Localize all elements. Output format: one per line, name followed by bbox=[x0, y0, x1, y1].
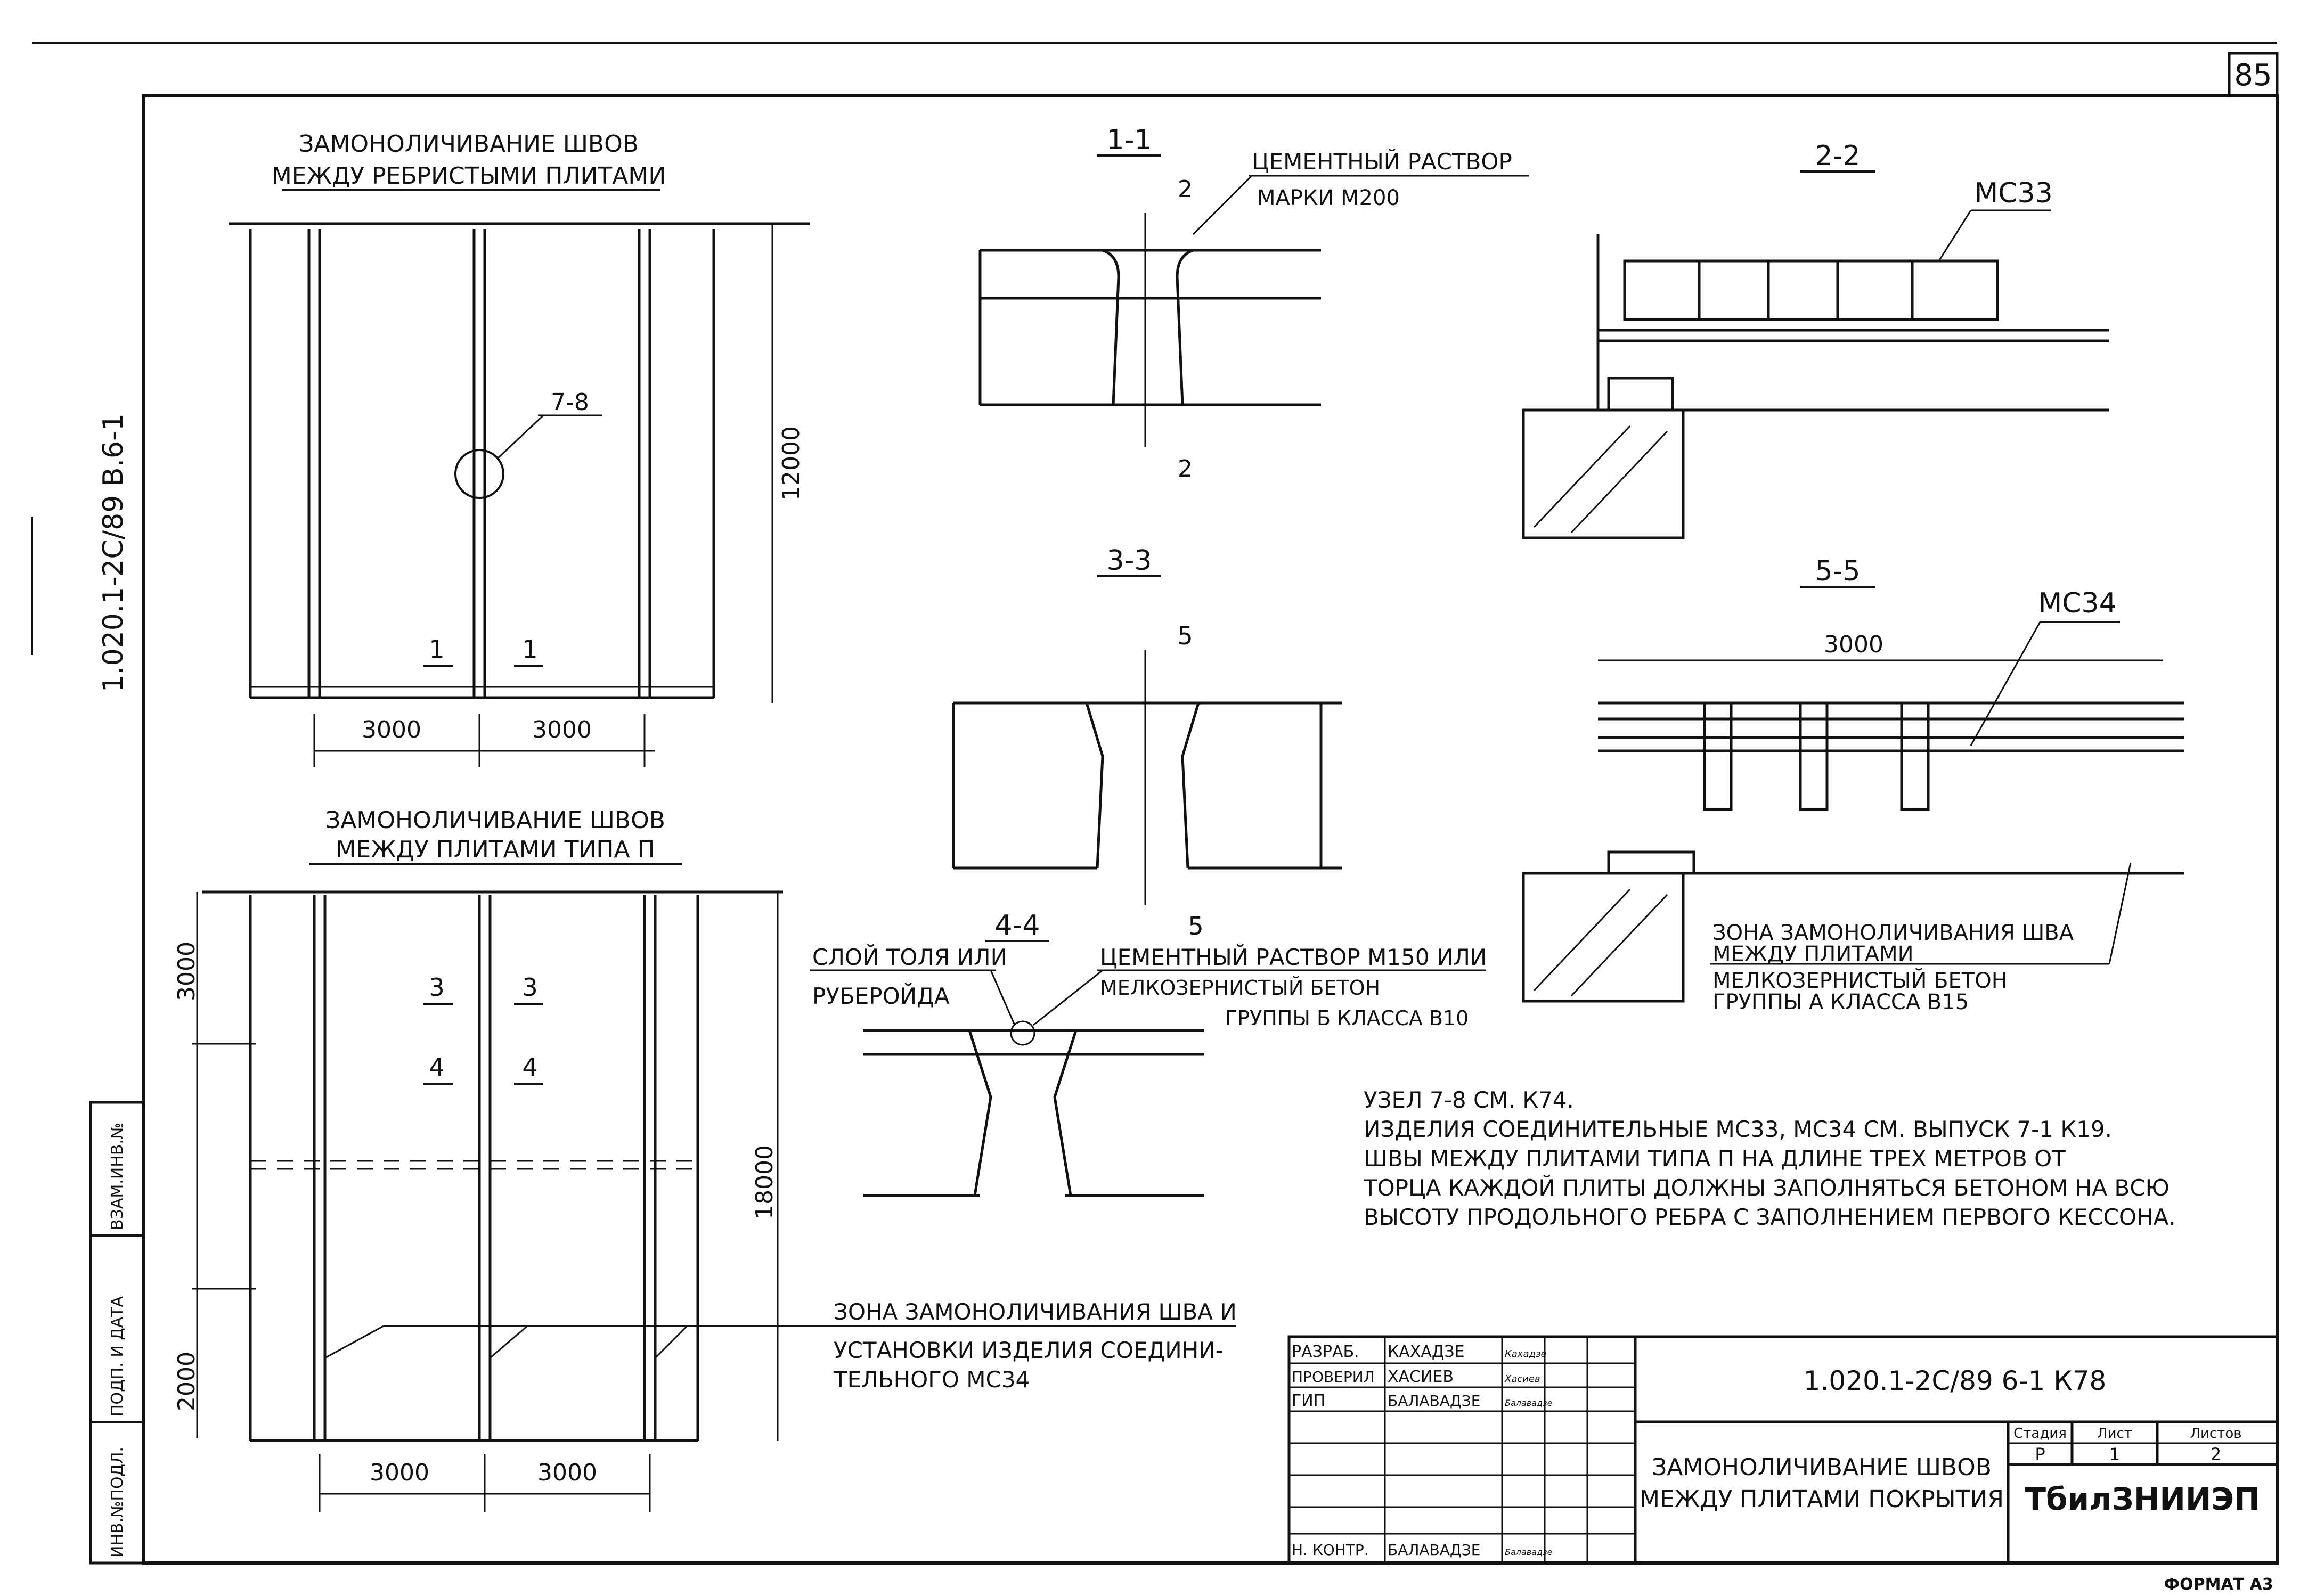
p-height-dim: 18000 bbox=[751, 1145, 778, 1219]
tb-sign-2: Хасиев bbox=[1504, 1373, 1540, 1385]
tb-sheet-label: Лист bbox=[2097, 1426, 2132, 1442]
section-2-2: 2-2 МС33 bbox=[1522, 140, 2109, 539]
tb-sheets-label: Листов bbox=[2190, 1426, 2241, 1442]
title-block: РАЗРАБ. КАХАДЗЕ Кахадзе ПРОВЕРИЛ ХАСИЕВ … bbox=[1287, 1335, 2279, 1565]
section-2-2-item: МС33 bbox=[1974, 177, 2052, 209]
note-2: ИЗДЕЛИЯ СОЕДИНИТЕЛЬНЫЕ МС33, МС34 СМ. ВЫ… bbox=[1364, 1116, 2112, 1142]
tb-role-2: ПРОВЕРИЛ bbox=[1292, 1368, 1375, 1386]
tb-role-4: Н. КОНТР. bbox=[1292, 1541, 1369, 1559]
ribbed-height-dim: 12000 bbox=[778, 426, 805, 501]
section-3-3-title: 3-3 bbox=[1107, 545, 1152, 577]
section-4-4-mortar-line3: ГРУППЫ Б КЛАССА В10 bbox=[1225, 1006, 1469, 1030]
ribbed-title-line2: МЕЖДУ РЕБРИСТЫМИ ПЛИТАМИ bbox=[272, 162, 666, 190]
tb-name-2: ХАСИЕВ bbox=[1388, 1368, 1454, 1386]
section-5-5-dim: 3000 bbox=[1824, 631, 1883, 658]
tb-name-3: БАЛАВАДЗЕ bbox=[1388, 1392, 1480, 1410]
section-1-1-mark-bottom: 2 bbox=[1178, 455, 1193, 482]
p-section-mark-3-left: 3 bbox=[429, 973, 444, 1002]
ribbed-width-dim-right: 3000 bbox=[532, 716, 592, 743]
section-4-4-title: 4-4 bbox=[995, 910, 1040, 942]
p-section-mark-4-right: 4 bbox=[522, 1053, 537, 1082]
tb-sign-1: Кахадзе bbox=[1505, 1348, 1547, 1360]
section-4-4-layer-line1: СЛОЙ ТОЛЯ ИЛИ bbox=[812, 944, 1007, 970]
p-section-mark-3-right: 3 bbox=[522, 973, 537, 1002]
node-7-8-marker bbox=[454, 449, 504, 499]
p-dim-bottom: 2000 bbox=[173, 1352, 200, 1411]
tb-title-line2: МЕЖДУ ПЛИТАМИ ПОКРЫТИЯ bbox=[1640, 1486, 2004, 1513]
section-5-5-zone-line1: ЗОНА ЗАМОНОЛИЧИВАНИЯ ШВА bbox=[1712, 921, 2074, 945]
section-4-4-mortar-line1: ЦЕМЕНТНЫЙ РАСТВОР М150 ИЛИ bbox=[1100, 944, 1487, 970]
tb-sign-3: Балавадзе bbox=[1505, 1398, 1553, 1408]
tb-sheet-value: 1 bbox=[2109, 1444, 2120, 1464]
stamp-inv-label: ИНВ.№ПОДЛ. bbox=[108, 1447, 127, 1558]
page-number: 85 bbox=[2234, 58, 2272, 93]
general-notes: УЗЕЛ 7-8 СМ. К74. ИЗДЕЛИЯ СОЕДИНИТЕЛЬНЫЕ… bbox=[1363, 1087, 2176, 1230]
section-3-3-mark-top: 5 bbox=[1177, 621, 1193, 650]
tb-organization: ТбилЗНИИЭП bbox=[2025, 1481, 2260, 1517]
p-zone-note-line3: ТЕЛЬНОГО МС34 bbox=[833, 1366, 1030, 1393]
section-5-5-title: 5-5 bbox=[1815, 555, 1861, 587]
node-label: 7-8 bbox=[551, 389, 589, 416]
p-dim-top: 3000 bbox=[173, 942, 200, 1001]
tb-name-1: КАХАДЗЕ bbox=[1388, 1343, 1465, 1361]
tb-sign-4: Балавадзе bbox=[1505, 1547, 1553, 1557]
roofing-layer-marker bbox=[1010, 1020, 1035, 1046]
section-2-2-title: 2-2 bbox=[1815, 140, 1861, 172]
format-label: ФОРМАТ А3 bbox=[2164, 1575, 2273, 1594]
tb-role-3: ГИП bbox=[1292, 1392, 1325, 1410]
p-zone-note-line2: УСТАНОВКИ ИЗДЕЛИЯ СОЕДИНИ- bbox=[834, 1337, 1224, 1363]
ribbed-slabs-plan: ЗАМОНОЛИЧИВАНИЕ ШВОВ МЕЖДУ РЕБРИСТЫМИ ПЛ… bbox=[229, 130, 810, 767]
section-5-5-zone-line2: МЕЖДУ ПЛИТАМИ bbox=[1712, 942, 1914, 967]
note-4: ТОРЦА КАЖДОЙ ПЛИТЫ ДОЛЖНЫ ЗАПОЛНЯТЬСЯ БЕ… bbox=[1363, 1174, 2170, 1201]
section-1-1-title: 1-1 bbox=[1107, 124, 1152, 156]
section-5-5-concrete-line1: МЕЛКОЗЕРНИСТЫЙ БЕТОН bbox=[1712, 968, 2008, 993]
p-section-mark-4-left: 4 bbox=[429, 1053, 444, 1082]
stamp-replace-label: ВЗАМ.ИНВ.№ bbox=[108, 1123, 127, 1230]
section-1-1-mortar-line1: ЦЕМЕНТНЫЙ РАСТВОР bbox=[1252, 148, 1512, 175]
section-4-4: 4-4 СЛОЙ ТОЛЯ ИЛИ РУБЕРОЙДА ЦЕМЕНТНЫЙ РА… bbox=[810, 910, 1487, 1197]
section-1-1-mortar-line2: МАРКИ М200 bbox=[1257, 186, 1400, 210]
section-mark-1-right: 1 bbox=[522, 635, 537, 664]
p-title-line2: МЕЖДУ ПЛИТАМИ ТИПА П bbox=[336, 836, 655, 863]
tb-role-1: РАЗРАБ. bbox=[1292, 1343, 1359, 1361]
tb-stage-value: Р bbox=[2035, 1444, 2045, 1464]
p-title-line1: ЗАМОНОЛИЧИВАНИЕ ШВОВ bbox=[325, 807, 665, 834]
section-5-5-item: МС34 bbox=[2038, 587, 2116, 619]
tb-title-line1: ЗАМОНОЛИЧИВАНИЕ ШВОВ bbox=[1652, 1454, 1992, 1481]
p-type-slabs-plan: ЗАМОНОЛИЧИВАНИЕ ШВОВ МЕЖДУ ПЛИТАМИ ТИПА … bbox=[173, 807, 1237, 1512]
note-1: УЗЕЛ 7-8 СМ. К74. bbox=[1364, 1087, 1574, 1113]
section-1-1-mark-top: 2 bbox=[1178, 176, 1193, 203]
side-document-code: 1.020.1-2С/89 В.6-1 bbox=[97, 413, 129, 692]
side-stamp: ИНВ.№ПОДЛ. ПОДП. И ДАТА ВЗАМ.ИНВ.№ bbox=[89, 1101, 145, 1565]
p-width-dim-left: 3000 bbox=[370, 1459, 429, 1486]
section-3-3: 3-3 5 5 bbox=[952, 545, 1342, 940]
tb-document-code: 1.020.1-2С/89 6-1 К78 bbox=[1804, 1365, 2107, 1396]
section-4-4-layer-line2: РУБЕРОЙДА bbox=[812, 983, 950, 1009]
stamp-sign-label: ПОДП. И ДАТА bbox=[108, 1296, 127, 1417]
section-mark-1-left: 1 bbox=[429, 635, 444, 664]
p-width-dim-right: 3000 bbox=[537, 1459, 597, 1486]
note-3: ШВЫ МЕЖДУ ПЛИТАМИ ТИПА П НА ДЛИНЕ ТРЕХ М… bbox=[1364, 1145, 2066, 1172]
p-zone-note-line1: ЗОНА ЗАМОНОЛИЧИВАНИЯ ШВА И bbox=[834, 1299, 1237, 1325]
note-5: ВЫСОТУ ПРОДОЛЬНОГО РЕБРА С ЗАПОЛНЕНИЕМ П… bbox=[1364, 1204, 2176, 1230]
section-1-1: 1-1 2 2 ЦЕМЕНТНЫЙ РАСТВОР МАРКИ М200 bbox=[978, 124, 1529, 482]
ribbed-title-line1: ЗАМОНОЛИЧИВАНИЕ ШВОВ bbox=[299, 130, 639, 158]
section-5-5: 5-5 МС34 3000 ЗОНА ЗАМОНОЛИЧИВАНИЯ ШВА М… bbox=[1522, 555, 2184, 1014]
tb-sheets-value: 2 bbox=[2211, 1444, 2221, 1464]
section-4-4-mortar-line2: МЕЛКОЗЕРНИСТЫЙ БЕТОН bbox=[1100, 976, 1380, 1000]
section-3-3-mark-bottom: 5 bbox=[1188, 912, 1203, 940]
sheet-frame bbox=[32, 42, 2279, 1565]
section-5-5-concrete-line2: ГРУППЫ А КЛАССА В15 bbox=[1712, 990, 1969, 1014]
tb-stage-label: Стадия bbox=[2013, 1426, 2067, 1442]
tb-name-4: БАЛАВАДЗЕ bbox=[1388, 1541, 1480, 1559]
ribbed-width-dim-left: 3000 bbox=[362, 716, 421, 743]
